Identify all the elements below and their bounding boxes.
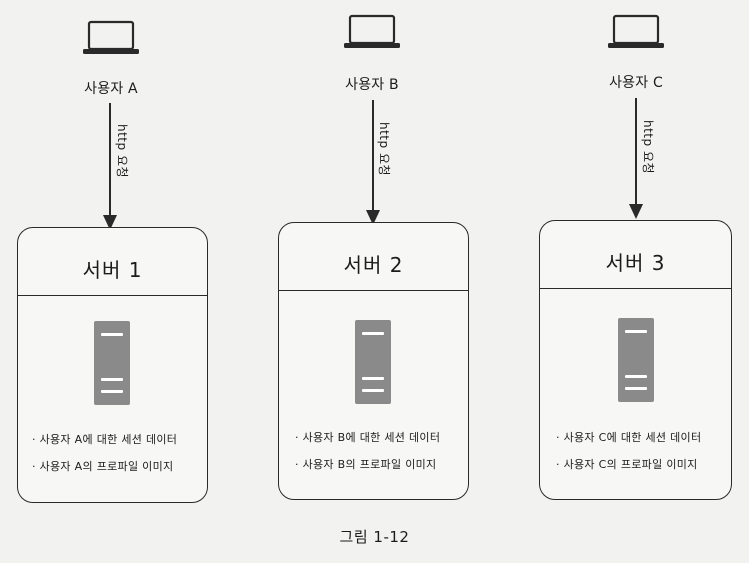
- data-item: · 사용자 C의 프로파일 이미지: [556, 458, 698, 471]
- server-icon: [618, 318, 654, 402]
- divider: [18, 295, 207, 296]
- request-arrow: [103, 103, 117, 230]
- divider: [279, 290, 468, 291]
- server-title: 서버 2: [343, 253, 404, 277]
- user-label-a: 사용자 A: [84, 81, 138, 97]
- server-title: 서버 1: [82, 258, 143, 282]
- request-arrow: [366, 100, 380, 225]
- laptop-icon: [83, 20, 139, 54]
- server-icon: [94, 321, 130, 405]
- data-item: · 사용자 B에 대한 세션 데이터: [295, 431, 441, 444]
- request-label: http 요청: [641, 120, 655, 175]
- server-title: 서버 3: [605, 251, 666, 275]
- data-item: · 사용자 B의 프로파일 이미지: [295, 458, 437, 471]
- figure-caption: 그림 1-12: [339, 528, 410, 546]
- user-label-c: 사용자 C: [609, 75, 663, 91]
- divider: [540, 288, 731, 289]
- data-item: · 사용자 A의 프로파일 이미지: [32, 460, 174, 473]
- request-arrow: [629, 98, 643, 219]
- request-label: http 요청: [115, 124, 129, 179]
- user-label-b: 사용자 B: [345, 77, 399, 93]
- laptop-icon: [344, 14, 400, 48]
- data-item: · 사용자 C에 대한 세션 데이터: [556, 431, 702, 444]
- server-icon: [355, 320, 391, 404]
- server-box-1: 서버 1 · 사용자 A에 대한 세션 데이터 · 사용자 A의 프로파일 이미…: [17, 227, 208, 503]
- laptop-icon: [608, 14, 664, 48]
- server-box-2: 서버 2 · 사용자 B에 대한 세션 데이터 · 사용자 B의 프로파일 이미…: [278, 222, 469, 500]
- server-box-3: 서버 3 · 사용자 C에 대한 세션 데이터 · 사용자 C의 프로파일 이미…: [539, 220, 732, 500]
- data-item: · 사용자 A에 대한 세션 데이터: [32, 433, 178, 446]
- request-label: http 요청: [377, 122, 391, 177]
